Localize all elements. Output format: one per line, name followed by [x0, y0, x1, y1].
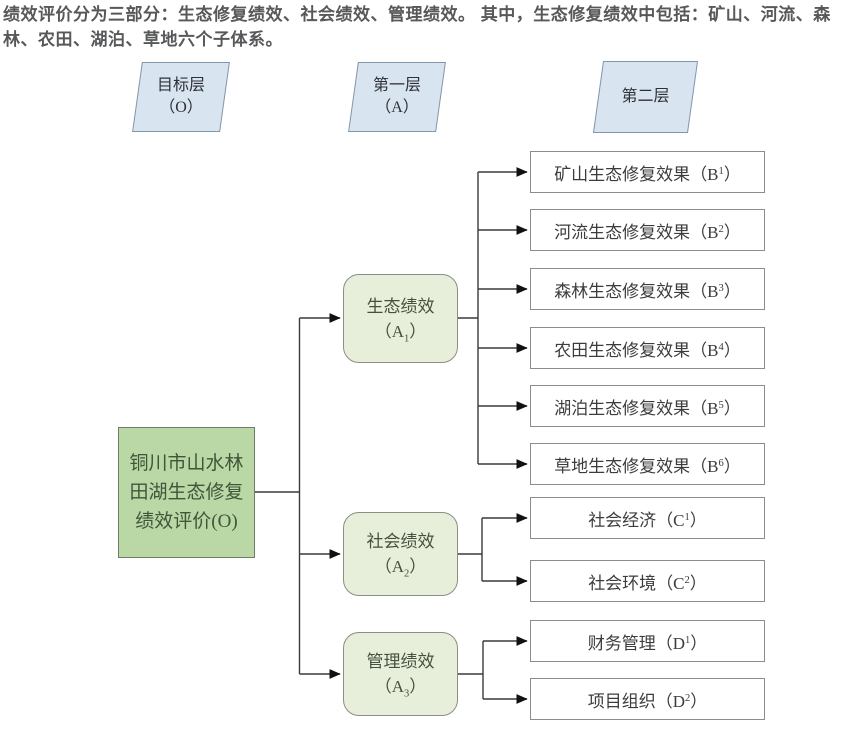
intro-caption: 绩效评价分为三部分：生态修复绩效、社会绩效、管理绩效。 其中，生态修复绩效中包括… [3, 5, 831, 49]
node-a1: 生态绩效 （A1） [343, 274, 458, 363]
goal-line: 田湖生态修复 [129, 482, 244, 503]
node-a2: 社会绩效 （A2） [343, 512, 458, 596]
node-a3: 管理绩效 （A3） [343, 632, 458, 716]
layer-header-label: 第一层 [372, 77, 421, 94]
goal-line: 铜川市山水林 [129, 453, 244, 474]
layer-header-second: 第二层 [592, 61, 699, 133]
layer-header-label: 目标层 [156, 77, 205, 94]
node-code: （A2） [374, 557, 427, 580]
layer-header-code: （O） [159, 99, 203, 116]
node-code: （A1） [374, 321, 427, 344]
layer-header-label: 第二层 [621, 88, 670, 105]
node-title: 社会绩效 [366, 532, 435, 551]
layer-header-goal: 目标层 （O） [132, 62, 230, 132]
goal-line: 绩效评价(O) [135, 511, 238, 532]
layer-header-code: （A） [375, 99, 419, 116]
node-code: （A3） [374, 677, 427, 700]
layer-header-first: 第一层 （A） [348, 62, 446, 132]
node-title: 生态绩效 [366, 296, 435, 316]
node-title: 管理绩效 [366, 652, 435, 671]
connector-group [255, 167, 528, 704]
node-goal: 铜川市山水林 田湖生态修复 绩效评价(O) [118, 427, 255, 558]
